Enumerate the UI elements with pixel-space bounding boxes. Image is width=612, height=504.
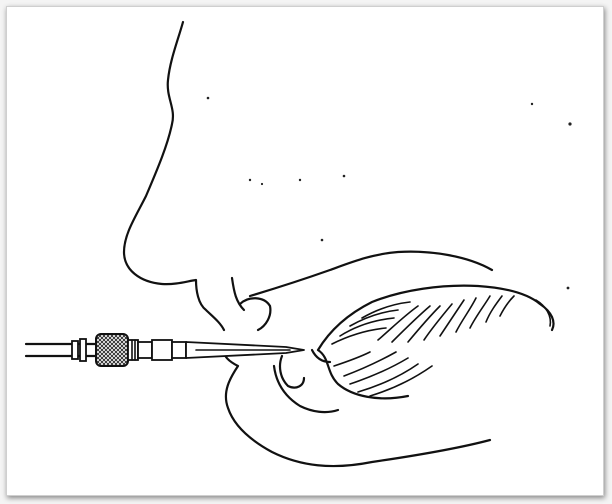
probe-instrument bbox=[26, 334, 304, 366]
print-specks bbox=[207, 97, 572, 290]
chin-outline bbox=[224, 348, 490, 466]
tongue-hatching bbox=[332, 296, 514, 396]
tongue-outline bbox=[318, 286, 554, 399]
probe-knurled-grip bbox=[96, 334, 128, 366]
upper-lip-inner bbox=[232, 278, 244, 310]
palate-outline bbox=[250, 252, 492, 296]
face-profile-outline bbox=[124, 22, 224, 330]
lower-tooth bbox=[280, 356, 304, 388]
lower-lip-inner bbox=[274, 366, 338, 412]
upper-tooth bbox=[240, 298, 270, 330]
